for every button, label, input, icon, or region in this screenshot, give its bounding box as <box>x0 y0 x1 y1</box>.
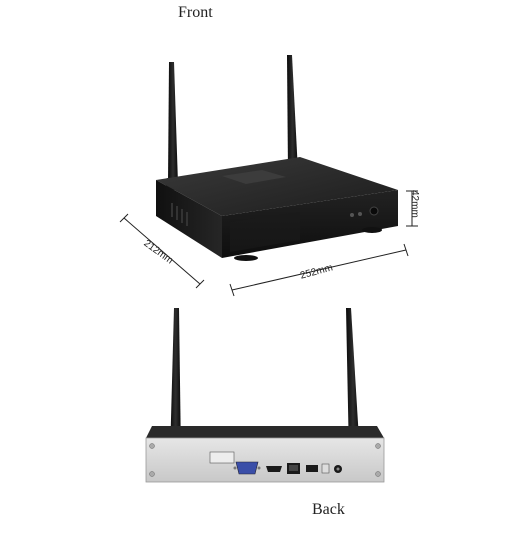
usb-port-icon <box>306 465 318 472</box>
dimension-lines <box>119 190 418 297</box>
side-vent <box>171 203 188 226</box>
front-device <box>156 55 398 261</box>
vga-port-icon <box>233 461 261 475</box>
power-button-icon <box>369 206 379 216</box>
front-antenna-left <box>166 62 178 190</box>
status-led-icon <box>358 212 362 216</box>
device-top-surface <box>156 157 398 216</box>
height-dimension-label: 42mm <box>409 190 420 218</box>
hdmi-port-icon <box>266 466 282 472</box>
back-device <box>145 308 385 483</box>
front-view-label: Front <box>178 4 213 21</box>
device-left-side <box>156 180 222 258</box>
back-panel <box>145 437 385 483</box>
label-sticker <box>209 451 235 464</box>
power-switch-icon <box>321 463 330 474</box>
back-view-label: Back <box>312 501 345 518</box>
status-led-icon <box>350 213 354 217</box>
